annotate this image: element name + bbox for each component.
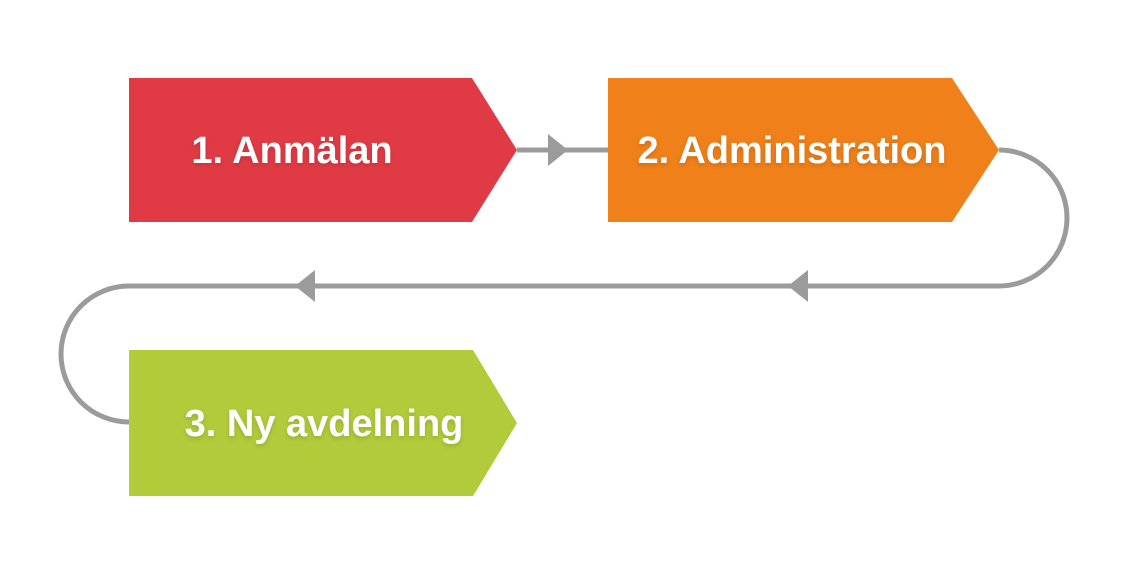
connector-arrowhead-right — [548, 134, 568, 166]
step-3-arrow-shape — [129, 350, 517, 496]
return-arrowhead-2 — [295, 270, 315, 302]
return-arrowhead-1 — [788, 270, 808, 302]
step-2-label: 2. Administration — [638, 130, 947, 172]
step-1-label: 1. Anmälan — [191, 130, 392, 172]
step-1-arrow-shape — [129, 78, 517, 222]
return-connector-path — [58, 147, 1070, 425]
step-3-label: 3. Ny avdelning — [185, 403, 464, 445]
step-2-arrow-shape — [608, 78, 999, 222]
